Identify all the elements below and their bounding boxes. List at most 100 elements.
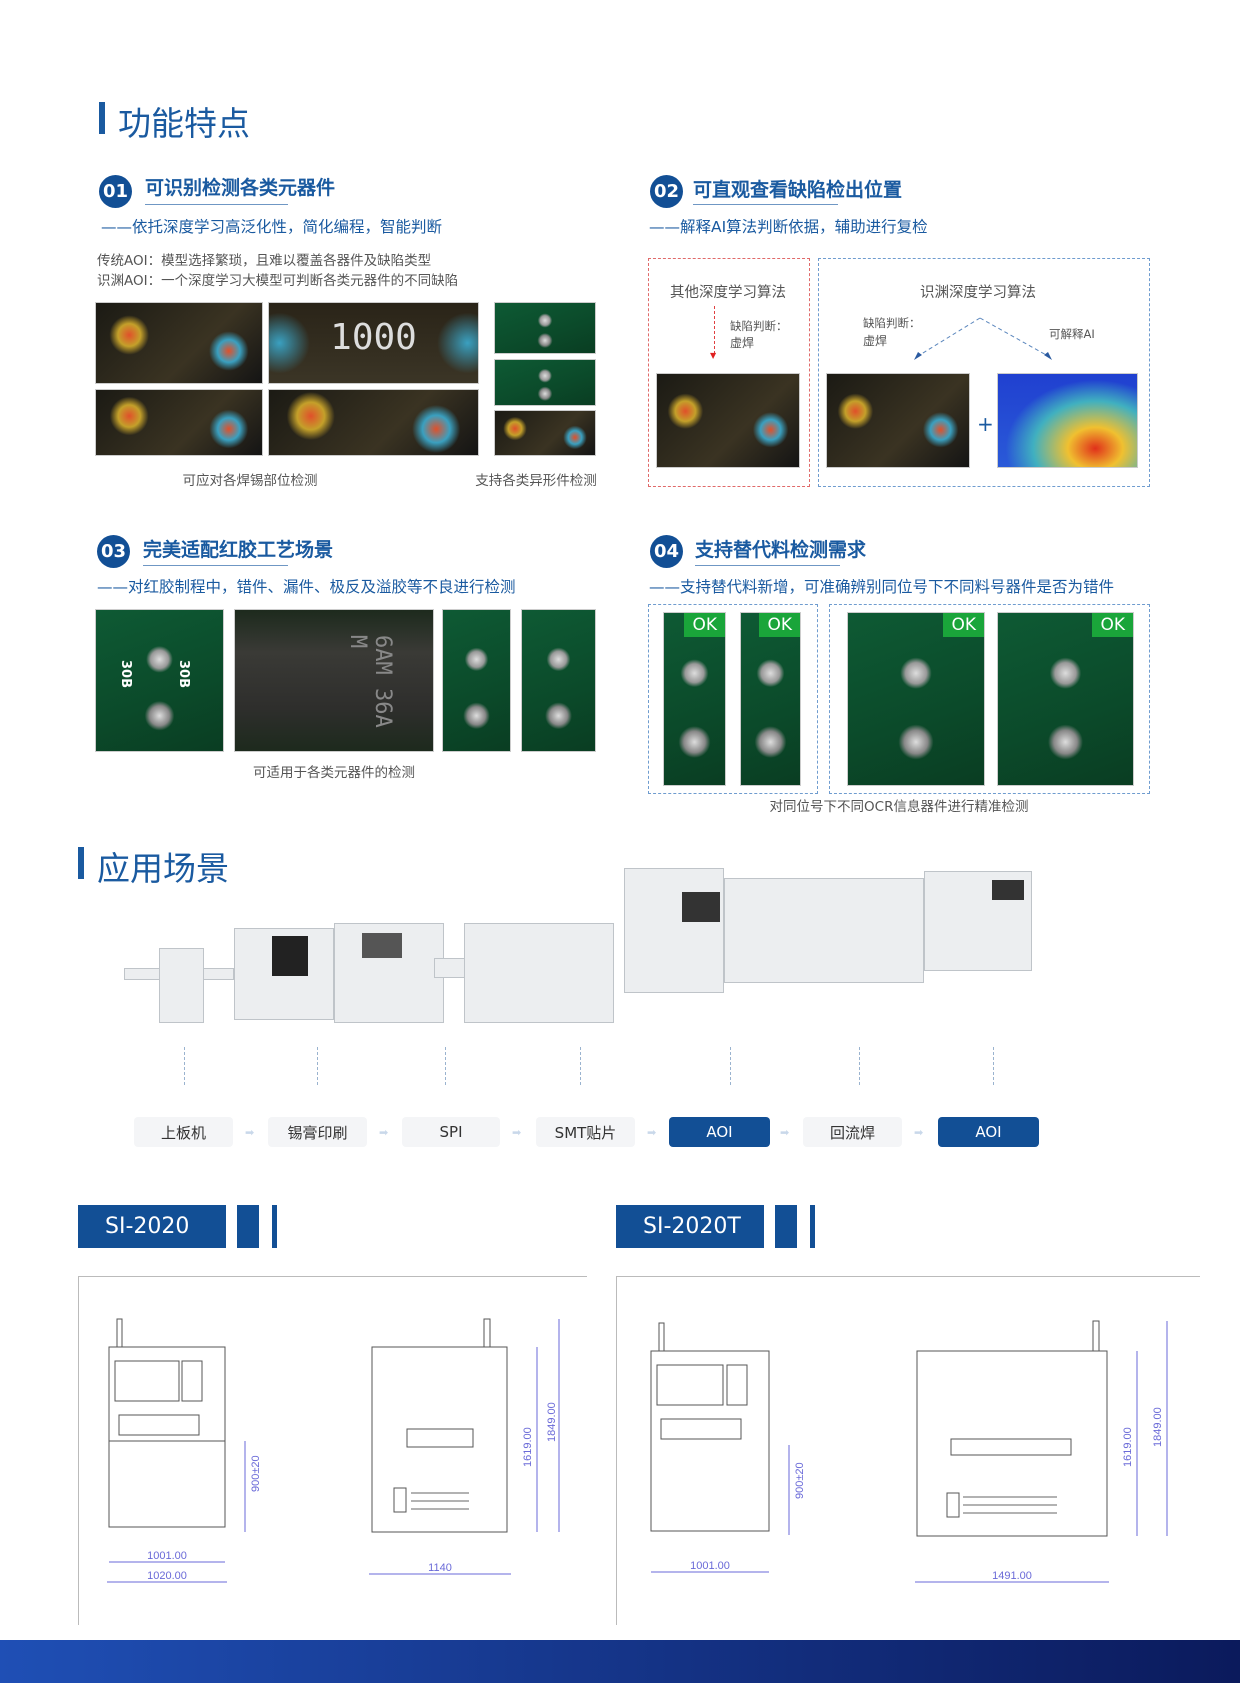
- defect-value: 虚焊: [863, 334, 888, 348]
- ok-badge: OK: [943, 613, 984, 637]
- arrow-right-icon: ➡: [914, 1126, 924, 1139]
- caption: 对同位号下不同OCR信息器件进行精准检测: [769, 799, 1029, 815]
- caption: 可应对各焊锡部位检测: [182, 473, 318, 489]
- production-line-image: [124, 868, 1036, 1038]
- feature-title: 可直观查看缺陷检出位置: [693, 179, 903, 201]
- alt-part-photo: OK: [740, 612, 801, 786]
- alt-part-photo: OK: [847, 612, 985, 786]
- defect-photo: [826, 373, 970, 468]
- solder-photo: [268, 389, 479, 456]
- red-arrow-line: [714, 306, 715, 354]
- resistor-marking: 1000: [330, 317, 417, 358]
- defect-value: 虚焊: [730, 336, 755, 350]
- flow-step-aoi: AOI: [938, 1117, 1039, 1147]
- other-algo-box: [648, 258, 810, 487]
- chip-marking: 6AM 36A M: [345, 635, 395, 728]
- our-aoi-text: 识渊AOI：一个深度学习大模型可判断各类元器件的不同缺陷: [97, 273, 459, 289]
- irregular-part-photo: [494, 302, 596, 354]
- arrow-right-icon: ➡: [245, 1126, 255, 1139]
- dimension-drawing: 1001.00 1020.00 900±20 1140 1619.00 1849…: [107, 1318, 560, 1583]
- dim-front-inner: 1001.00: [147, 1550, 187, 1562]
- connector-line: [445, 1047, 446, 1085]
- resistor-photo: 1000: [268, 302, 479, 384]
- red-glue-photo: 6AM 36A M: [234, 609, 434, 752]
- section-bar: [78, 847, 84, 879]
- arrow-right-icon: ➡: [379, 1126, 389, 1139]
- dim-body-height: 1619.00: [1122, 1427, 1134, 1467]
- section-title-features: 功能特点: [118, 104, 250, 143]
- flow-step-aoi: AOI: [669, 1117, 770, 1147]
- dim-side-width: 1140: [428, 1562, 452, 1574]
- section-title-applications: 应用场景: [97, 849, 229, 888]
- decor-bar: [810, 1205, 815, 1248]
- irregular-part-photo: [494, 359, 596, 406]
- feature-subtitle: ——解释AI算法判断依据，辅助进行复检: [649, 218, 928, 236]
- drawing-frame-si-2020: 1001.00 1020.00 900±20 1140 1619.00 1849…: [78, 1276, 587, 1625]
- caption: 支持各类异形件检测: [475, 473, 597, 489]
- section-bar: [99, 102, 105, 134]
- flow-step-loader: 上板机: [134, 1117, 233, 1147]
- our-algo-label: 识渊深度学习算法: [920, 285, 1036, 301]
- flow-step-smt: SMT贴片: [536, 1117, 635, 1147]
- dim-side-width: 1491.00: [992, 1570, 1032, 1582]
- dim-total-height: 1849.00: [546, 1402, 558, 1442]
- title-underline: [145, 204, 288, 205]
- alt-part-photo: OK: [997, 612, 1134, 786]
- drawing-frame-si-2020t: 1001.00 900±20 1491.00 1619.00 1849.00: [616, 1276, 1200, 1625]
- connector-line: [993, 1047, 994, 1085]
- dim-table-height: 900±20: [794, 1462, 806, 1499]
- arrow-right-icon: ➡: [647, 1126, 657, 1139]
- flow-step-spi: SPI: [402, 1117, 500, 1147]
- chip-marking: 30B: [118, 660, 133, 688]
- dimension-drawing: 1001.00 900±20 1491.00 1619.00 1849.00: [650, 1320, 1168, 1583]
- feature-subtitle: ——支持替代料新增，可准确辨别同位号下不同料号器件是否为错件: [649, 578, 1115, 596]
- other-algo-label: 其他深度学习算法: [670, 285, 786, 301]
- dim-total-height: 1849.00: [1152, 1407, 1164, 1447]
- ok-badge: OK: [759, 613, 800, 637]
- flow-step-printing: 锡膏印刷: [268, 1117, 367, 1147]
- arrow-right-icon: ➡: [780, 1126, 790, 1139]
- defect-label: 缺陷判断：: [863, 316, 921, 330]
- dim-front-outer: 1020.00: [147, 1570, 187, 1582]
- feature-number-03: 03: [97, 535, 130, 568]
- feature-subtitle: ——依托深度学习高泛化性，简化编程，智能判断: [101, 218, 443, 236]
- title-underline: [695, 565, 840, 566]
- model-label-si-2020: SI-2020: [78, 1205, 226, 1248]
- connector-line: [184, 1047, 185, 1085]
- model-label-si-2020t: SI-2020T: [616, 1205, 764, 1248]
- heatmap-photo: [997, 373, 1138, 468]
- feature-title: 完美适配红胶工艺场景: [143, 539, 334, 561]
- decor-bar: [237, 1205, 259, 1248]
- feature-number-02: 02: [650, 175, 683, 208]
- feature-subtitle: ——对红胶制程中，错件、漏件、极反及溢胶等不良进行检测: [97, 578, 516, 596]
- explainable-ai-label: 可解释AI: [1049, 327, 1095, 341]
- connector-line: [859, 1047, 860, 1085]
- irregular-part-photo: [494, 410, 596, 456]
- red-glue-photo: [521, 609, 596, 752]
- title-underline: [693, 204, 838, 205]
- footer-bar: [0, 1640, 1240, 1683]
- arrow-right-icon: ➡: [512, 1126, 522, 1139]
- connector-line: [580, 1047, 581, 1085]
- chip-marking: 30B: [176, 660, 191, 688]
- dim-table-height: 900±20: [250, 1455, 262, 1492]
- arrow-down-icon: ▼: [710, 351, 717, 360]
- flow-step-reflow: 回流焊: [803, 1117, 902, 1147]
- ok-badge: OK: [684, 613, 725, 637]
- branch-arrows: [914, 317, 1052, 360]
- caption: 可适用于各类元器件的检测: [253, 765, 415, 781]
- red-glue-photo: 30B 30B: [95, 609, 224, 752]
- dim-front-inner: 1001.00: [690, 1560, 730, 1572]
- alt-part-photo: OK: [663, 612, 726, 786]
- feature-number-04: 04: [650, 535, 683, 568]
- feature-title: 可识别检测各类元器件: [145, 177, 336, 199]
- feature-number-01: 01: [99, 175, 132, 208]
- connector-line: [730, 1047, 731, 1085]
- dim-body-height: 1619.00: [522, 1427, 534, 1467]
- feature-title: 支持替代料检测需求: [695, 539, 867, 561]
- alt-part-box: [829, 604, 1150, 794]
- plus-sign: +: [977, 412, 994, 436]
- defect-photo: [656, 373, 800, 468]
- decor-bar: [272, 1205, 277, 1248]
- title-underline: [143, 565, 288, 566]
